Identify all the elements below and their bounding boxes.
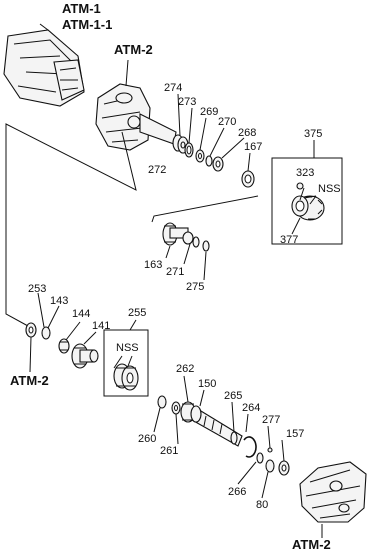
part-167-bearing-drawing [241, 170, 255, 188]
label-143: 143 [50, 295, 69, 307]
label-265: 265 [224, 390, 243, 402]
part-377-gear-drawing [291, 195, 325, 221]
label-atm-2-bottom: ATM-2 [292, 537, 331, 552]
label-377: 377 [280, 234, 299, 246]
label-323: 323 [296, 167, 315, 179]
label-274: 274 [164, 82, 183, 94]
part-255-gear-drawing [113, 363, 139, 391]
label-268: 268 [238, 127, 257, 139]
part-270-ring-drawing [205, 155, 213, 167]
label-253: 253 [28, 283, 47, 295]
part-150-shaft-drawing [190, 405, 243, 447]
label-270: 270 [218, 116, 237, 128]
part-163-gear-drawing [162, 222, 194, 246]
part-143-bearing-drawing [41, 326, 51, 340]
assembly-375-box [271, 157, 343, 245]
part-265-ring-drawing [230, 431, 238, 445]
part-271-washer-drawing [192, 236, 200, 248]
label-nss-mid: NSS [116, 342, 139, 354]
assembly-255-box [103, 329, 149, 397]
label-264: 264 [242, 402, 261, 414]
extension-housing-drawing [95, 83, 177, 151]
part-261-washer-drawing [171, 401, 181, 415]
part-273-ring-drawing [184, 142, 194, 158]
label-157: 157 [286, 428, 305, 440]
part-277-ball-drawing [267, 447, 273, 453]
label-atm-2-top: ATM-2 [114, 42, 153, 57]
label-atm-1-1: ATM-1-1 [62, 17, 113, 32]
part-80-gear-drawing [265, 459, 275, 473]
label-atm-2-left: ATM-2 [10, 373, 49, 388]
part-141-gear-drawing [71, 343, 99, 369]
part-157-bearing-drawing [278, 460, 290, 476]
label-255: 255 [128, 307, 147, 319]
rear-housing-drawing [299, 461, 367, 523]
label-272: 272 [148, 164, 167, 176]
label-260: 260 [138, 433, 157, 445]
part-atm2-ring-drawing [25, 322, 37, 338]
label-275: 275 [186, 281, 205, 293]
label-80: 80 [256, 499, 269, 511]
part-266-ring-drawing [256, 452, 264, 464]
label-262: 262 [176, 363, 195, 375]
label-141: 141 [92, 320, 111, 332]
part-264-snap-ring-drawing [243, 436, 257, 458]
label-150: 150 [198, 378, 217, 390]
label-277: 277 [262, 414, 281, 426]
label-261: 261 [160, 445, 179, 457]
label-269: 269 [200, 106, 219, 118]
label-375: 375 [304, 128, 323, 140]
part-275-clip-drawing [202, 240, 210, 252]
part-269-washer-drawing [195, 149, 205, 163]
part-260-bearing-drawing [157, 395, 167, 409]
transmission-case-drawing [3, 29, 85, 107]
label-167: 167 [244, 141, 263, 153]
label-271: 271 [166, 266, 185, 278]
part-268-washer-drawing [212, 156, 224, 172]
label-266: 266 [228, 486, 247, 498]
label-163: 163 [144, 259, 163, 271]
label-273: 273 [178, 96, 197, 108]
label-nss-top: NSS [318, 183, 341, 195]
part-144-bearing-drawing [58, 338, 70, 354]
label-144: 144 [72, 308, 91, 320]
label-atm-1: ATM-1 [62, 1, 101, 16]
